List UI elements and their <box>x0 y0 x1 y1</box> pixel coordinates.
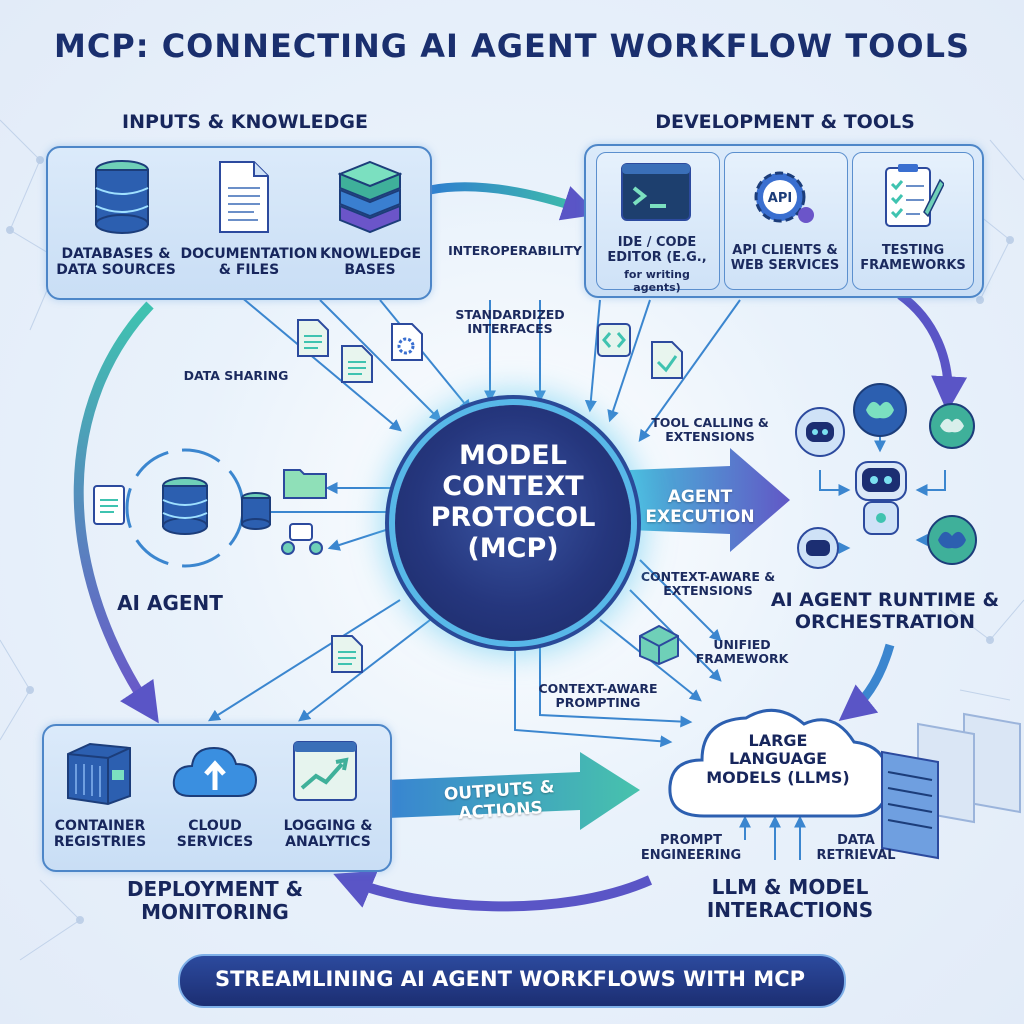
page-title: MCP: CONNECTING AI AGENT WORKFLOW TOOLS <box>53 27 971 65</box>
connect-icon <box>280 522 324 560</box>
robot-cluster-icon <box>790 380 990 584</box>
section-title-agent: AI AGENT <box>117 591 223 615</box>
svg-text:API: API <box>768 191 792 206</box>
dev-item-ide-sub: for writing agents) <box>624 268 690 294</box>
folder-icon <box>282 464 328 504</box>
cube-icon <box>638 624 680 670</box>
section-title-llm: LLM & MODEL INTERACTIONS <box>706 875 874 922</box>
inputs-item-databases: DATABASES & DATA SOURCES <box>56 246 176 279</box>
dev-item-ide: IDE / CODE EDITOR (e.g., <box>607 235 707 265</box>
label-agent-execution: AGENT EXECUTION <box>645 487 755 527</box>
inputs-item-documentation: DOCUMENTATION & FILES <box>180 246 318 279</box>
file-icon <box>650 340 684 384</box>
document-icon <box>218 160 270 238</box>
mcp-hub-label: MODEL CONTEXT PROTOCOL (MCP) <box>430 440 596 565</box>
deploy-item-logging: LOGGING & ANALYTICS <box>283 818 373 851</box>
container-icon <box>64 740 134 810</box>
file-icon <box>330 634 364 678</box>
agent-cycle-icon <box>90 446 280 580</box>
mcp-hub[interactable] <box>395 405 631 641</box>
chart-window-icon <box>292 740 358 806</box>
code-icon <box>596 322 632 362</box>
label-data-sharing: DATA SHARING <box>183 368 289 383</box>
label-context-prompt: CONTEXT-AWARE PROMPTING <box>538 681 658 711</box>
label-tool-calling: TOOL CALLING & EXTENSIONS <box>651 415 769 445</box>
terminal-icon <box>620 162 692 226</box>
section-title-runtime: AI AGENT RUNTIME & ORCHESTRATION <box>770 589 1000 633</box>
section-title-inputs: INPUTS & KNOWLEDGE <box>122 111 368 133</box>
stack-icon <box>337 160 403 238</box>
file-icon <box>296 318 330 362</box>
label-standardized: STANDARDIZED INTERFACES <box>455 307 565 337</box>
label-unified: UNIFIED FRAMEWORK <box>695 637 789 667</box>
deploy-item-cloud: CLOUD SERVICES <box>176 818 254 851</box>
checklist-icon <box>884 162 945 232</box>
server-rack-icon <box>878 712 1024 866</box>
cloud-upload-icon <box>170 740 260 804</box>
label-context-ext: CONTEXT-AWARE & EXTENSIONS <box>640 569 776 599</box>
dev-item-testing: TESTING FRAMEWORKS <box>860 243 966 273</box>
section-title-deployment: DEPLOYMENT & MONITORING <box>126 877 304 924</box>
deploy-item-container: CONTAINER REGISTRIES <box>53 818 147 851</box>
database-icon <box>92 160 152 238</box>
inputs-item-knowledge: KNOWLEDGE BASES <box>320 246 422 279</box>
gear-file-icon <box>390 322 424 366</box>
footer-banner <box>178 954 846 1008</box>
label-interoperability: INTEROPERABILITY <box>448 243 582 258</box>
dev-item-api: API CLIENTS & WEB SERVICES <box>730 243 840 273</box>
label-prompt-engineering: PROMPT ENGINEERING <box>640 833 742 863</box>
api-gear-icon: API <box>750 165 816 231</box>
label-data-retrieval: DATA RETRIEVAL <box>816 833 896 863</box>
section-title-development: DEVELOPMENT & TOOLS <box>655 111 915 133</box>
llm-cloud-label: LARGE LANGUAGE MODELS (LLMs) <box>706 731 850 787</box>
footer-text: STREAMLINING AI AGENT WORKFLOWS WITH MCP <box>214 967 806 991</box>
file-icon <box>340 344 374 388</box>
